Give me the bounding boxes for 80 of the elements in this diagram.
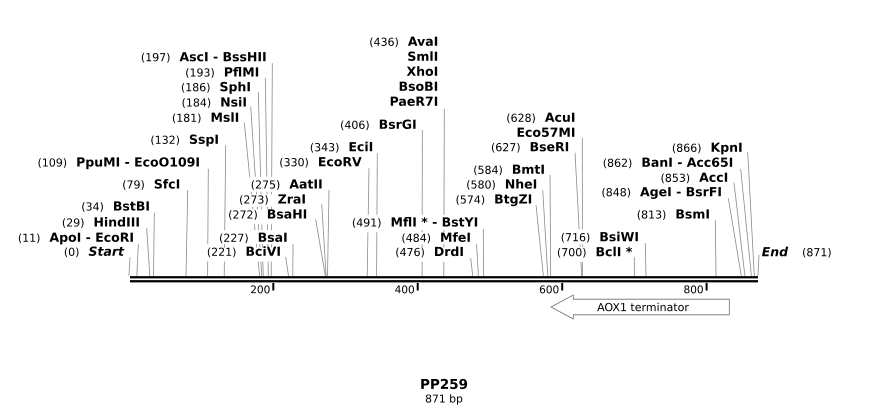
leader-line — [186, 190, 188, 276]
cut-site-label: (627) BseRI — [492, 142, 568, 153]
leader-line — [128, 256, 130, 276]
leader-line — [285, 256, 289, 276]
cut-site-label: (29) HindIII — [62, 216, 139, 228]
leader-line — [740, 168, 752, 276]
cut-site-label: (330) EcoRV — [280, 157, 362, 168]
cut-site-label: (79) SfcI — [123, 178, 180, 190]
cut-site-label: (34) BstBI — [82, 201, 149, 212]
cut-site-label: (109) PpuMI - EcoO109I — [38, 157, 199, 170]
cut-site-label: (221) BciVI — [208, 246, 280, 258]
leader-line — [146, 228, 150, 276]
leader-line — [734, 182, 746, 276]
tick-label: 800 — [684, 285, 703, 294]
cut-site-label: (491) MflI * - BstYI — [352, 216, 478, 228]
leader-line — [542, 190, 548, 276]
leader-line — [136, 244, 139, 276]
leader-line — [207, 168, 209, 276]
leader-line — [482, 228, 484, 276]
cut-site-label: (862) BanI - Acc65I — [604, 158, 732, 168]
leader-line — [224, 144, 226, 276]
leader-line — [315, 218, 326, 276]
cut-site-label: (193) PflMI — [186, 67, 258, 78]
leader-line — [634, 256, 635, 276]
cut-site-label: (848) AgeI - BsrFI — [602, 187, 721, 199]
leader-line — [250, 106, 262, 276]
leader-line — [321, 204, 326, 276]
leader-line — [644, 242, 646, 276]
cut-site-label: (580) NheI — [467, 178, 536, 190]
cut-site-label: (476) DrdI — [396, 246, 463, 258]
leader-line — [422, 130, 423, 276]
cut-site-label: (272) BsaHI — [229, 209, 306, 220]
cut-site-label: (628) AcuI Eco57MI — [507, 112, 574, 137]
leader-line — [366, 168, 370, 276]
cut-site-label: (853) AccI — [662, 172, 728, 184]
leader-line — [376, 152, 378, 276]
cut-site-label: (186) SphI — [182, 82, 250, 94]
leader-line — [270, 62, 273, 276]
cut-site-label: (484) MfeI — [402, 232, 470, 244]
leader-line — [747, 152, 755, 276]
cut-site-label: (436) AvaI SmlI XhoI BsoBI PaeR7I — [370, 36, 438, 106]
cut-site-label: (813) BsmI — [638, 209, 709, 220]
terminus-label: (0) Start — [64, 246, 124, 258]
cut-site-label: (343) EciI — [310, 142, 372, 153]
cut-site-label: (273) ZraI — [240, 194, 305, 205]
length-caption: 871 bp — [426, 394, 462, 405]
leader-line — [476, 244, 479, 276]
leader-line — [582, 137, 583, 276]
cut-site-label: (184) NsiI — [182, 97, 246, 108]
leader-line — [264, 77, 269, 276]
leader-line — [758, 254, 760, 276]
cut-site-label: (406) BsrGI — [341, 120, 416, 130]
sequence-line — [128, 276, 760, 282]
leader-line — [550, 174, 552, 276]
leader-line — [536, 204, 544, 276]
cut-site-label: (197) AscI - BssHII — [142, 52, 266, 63]
tick-label: 200 — [251, 285, 270, 294]
leader-line — [292, 244, 294, 276]
leader-line — [244, 122, 260, 276]
cut-site-label: (11) ApoI - EcoRI — [18, 232, 133, 244]
cut-site-label: (866) KpnI — [672, 142, 742, 154]
cut-site-label: (574) BtgZI — [456, 194, 532, 206]
leader-line — [327, 190, 330, 276]
map-title: PP259 — [421, 378, 468, 390]
leader-line — [258, 92, 264, 276]
terminus-label: End (871) — [762, 246, 831, 258]
cut-site-label: (716) BsiWI — [562, 232, 638, 243]
cut-site-label: (700) BclI * — [558, 246, 632, 258]
cut-site-label: (132) SspI — [151, 134, 218, 146]
cut-site-label: (584) BmtI — [474, 164, 544, 176]
leader-line — [153, 212, 155, 276]
leader-line — [714, 220, 716, 276]
leader-line — [443, 108, 445, 276]
tick-label: 600 — [540, 285, 558, 294]
leader-line — [470, 258, 474, 276]
leader-line — [728, 198, 742, 276]
cut-site-label: (181) MslI — [172, 112, 238, 124]
cut-site-label: (275) AatII — [252, 179, 322, 190]
cut-site-label: (227) BsaI — [220, 232, 287, 244]
leader-line — [574, 152, 582, 276]
